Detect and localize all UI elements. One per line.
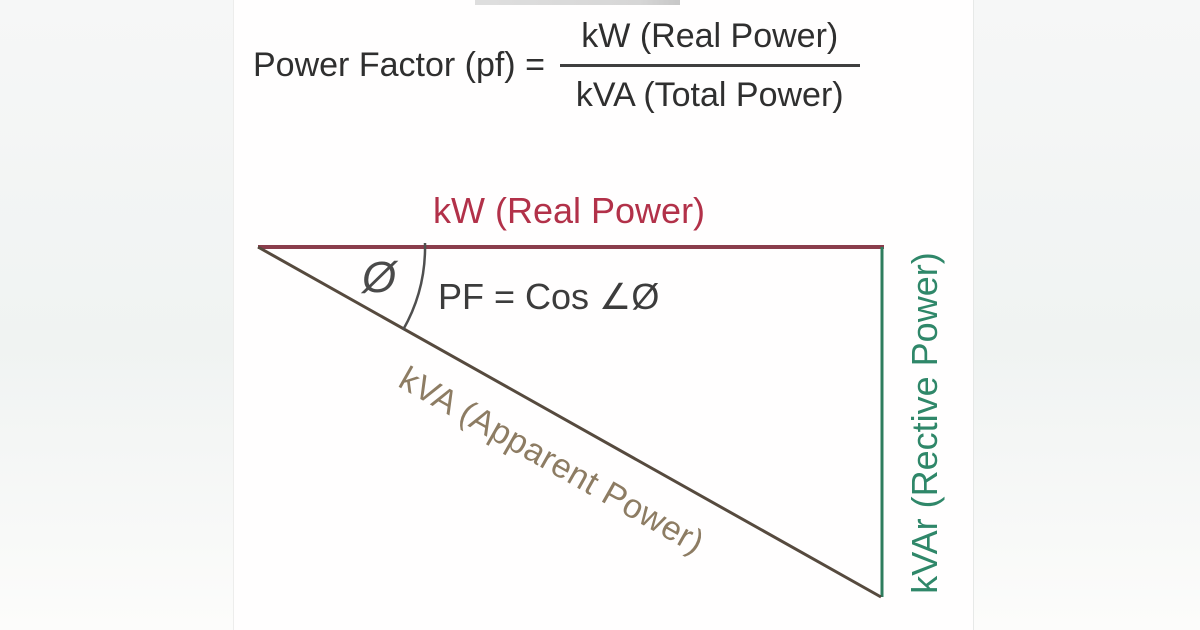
pf-equation: PF = Cos ∠Ø [438, 276, 660, 317]
fraction-denominator: kVA (Total Power) [575, 76, 844, 114]
formula-fraction: kW (Real Power) kVA (Total Power) [559, 11, 860, 120]
angle-arc [401, 242, 427, 331]
angle-phi-symbol: Ø [362, 253, 397, 302]
formula-label: Power Factor (pf) = [253, 46, 545, 84]
power-factor-formula: Power Factor (pf) = kW (Real Power) kVA … [253, 11, 860, 120]
apparent-power-line [257, 245, 882, 599]
fraction-numerator: kW (Real Power) [581, 17, 839, 55]
real-power-label: kW (Real Power) [433, 190, 706, 231]
content-panel [233, 0, 974, 630]
top-edge-artifact [475, 0, 680, 5]
fraction-bar [559, 64, 860, 67]
reactive-power-label: kVAr (Rective Power) [904, 252, 945, 594]
